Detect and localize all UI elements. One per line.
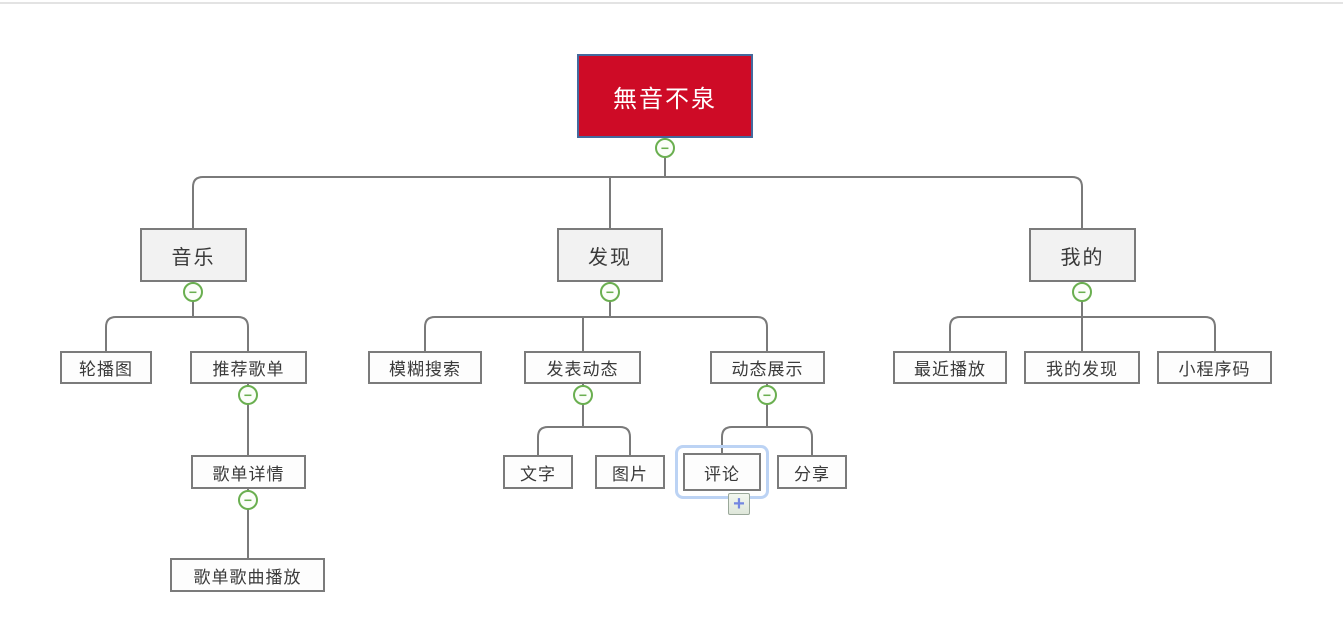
collapse-icon-mine[interactable]: −	[1072, 282, 1092, 302]
node-label: 音乐	[171, 246, 216, 269]
node-label: 歌单详情	[212, 464, 285, 484]
node-root[interactable]: 無音不泉	[577, 54, 753, 138]
collapse-icon-root[interactable]: −	[655, 138, 675, 158]
node-mini-program-code[interactable]: 小程序码	[1157, 351, 1272, 384]
node-label: 轮播图	[79, 360, 133, 379]
node-mine[interactable]: 我的	[1029, 228, 1136, 282]
node-label: 动态展示	[731, 360, 804, 379]
node-label: 最近播放	[914, 360, 986, 379]
minus-icon: −	[578, 387, 588, 403]
node-carousel[interactable]: 轮播图	[60, 351, 152, 384]
collapse-icon-recommended-playlist[interactable]: −	[238, 385, 258, 405]
node-post-moment[interactable]: 发表动态	[524, 351, 641, 384]
node-label: 歌单歌曲播放	[193, 567, 302, 587]
node-label: 小程序码	[1178, 360, 1251, 379]
node-moment-display[interactable]: 动态展示	[710, 351, 825, 384]
node-recommended-playlist[interactable]: 推荐歌单	[190, 351, 307, 384]
node-discover[interactable]: 发现	[557, 228, 663, 282]
collapse-icon-moment-display[interactable]: −	[757, 385, 777, 405]
node-comment[interactable]: 评论	[683, 453, 761, 491]
node-label: 文字	[520, 464, 556, 484]
node-label: 無音不泉	[613, 85, 717, 113]
node-label: 评论	[704, 464, 740, 484]
page-top-border	[0, 2, 1343, 4]
collapse-icon-music[interactable]: −	[183, 282, 203, 302]
minus-icon: −	[605, 284, 615, 300]
connector-main-horizontal	[192, 176, 1083, 228]
connector-display-children	[721, 426, 813, 455]
add-child-button[interactable]: +	[728, 493, 750, 515]
node-label: 推荐歌单	[212, 360, 285, 379]
connector-post-children	[537, 426, 631, 455]
node-music[interactable]: 音乐	[140, 228, 247, 282]
collapse-icon-playlist-detail[interactable]: −	[238, 490, 258, 510]
node-label: 我的	[1060, 246, 1105, 269]
node-my-discover[interactable]: 我的发现	[1024, 351, 1140, 384]
node-text[interactable]: 文字	[503, 455, 573, 489]
connector-music-children	[105, 316, 249, 351]
minus-icon: −	[660, 140, 670, 156]
node-image[interactable]: 图片	[595, 455, 665, 489]
minus-icon: −	[1077, 284, 1087, 300]
node-recent-play[interactable]: 最近播放	[893, 351, 1007, 384]
node-playlist-detail[interactable]: 歌单详情	[191, 455, 306, 489]
collapse-icon-post-moment[interactable]: −	[573, 385, 593, 405]
node-label: 我的发现	[1046, 360, 1118, 379]
node-playlist-song-play[interactable]: 歌单歌曲播放	[170, 558, 325, 592]
node-label: 分享	[794, 464, 830, 484]
plus-icon: +	[733, 493, 745, 515]
node-label: 图片	[612, 464, 648, 484]
minus-icon: −	[188, 284, 198, 300]
node-label: 发表动态	[546, 360, 619, 379]
node-fuzzy-search[interactable]: 模糊搜索	[368, 351, 482, 384]
minus-icon: −	[243, 492, 253, 508]
minus-icon: −	[762, 387, 772, 403]
node-share[interactable]: 分享	[777, 455, 847, 489]
connector-mine-children	[949, 316, 1216, 351]
collapse-icon-discover[interactable]: −	[600, 282, 620, 302]
selection-outline	[675, 445, 769, 499]
connector-discover-children	[424, 316, 768, 351]
minus-icon: −	[243, 387, 253, 403]
node-label: 模糊搜索	[389, 360, 461, 379]
node-label: 发现	[588, 246, 632, 269]
